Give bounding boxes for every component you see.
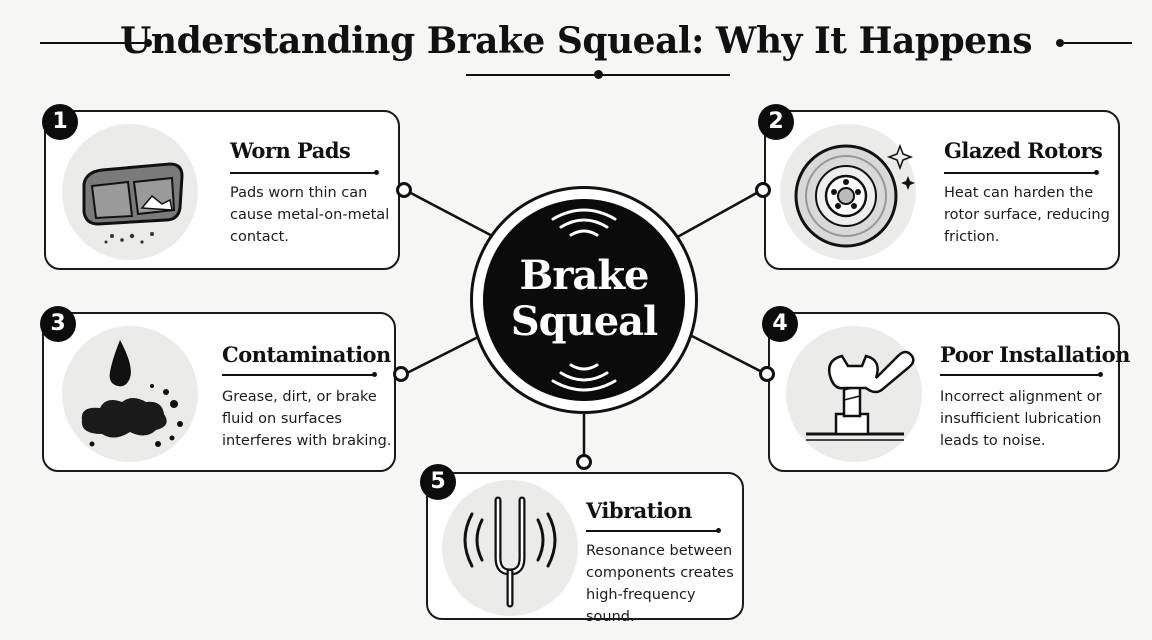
rotor-icon <box>794 143 915 248</box>
card-description: Grease, dirt, or brake fluid on surfaces… <box>222 389 392 449</box>
contamination-illustration <box>62 326 198 462</box>
card-title: Contamination <box>222 342 391 367</box>
card-description: Pads worn thin can cause metal-on-metal … <box>230 185 390 245</box>
card-title-rule <box>944 170 1099 175</box>
connector-dot-2 <box>755 182 771 198</box>
step-badge-4: 4 <box>762 306 798 342</box>
page-title: Understanding Brake Squeal: Why It Happe… <box>120 20 1033 62</box>
connector-dot-4 <box>759 366 775 382</box>
brake-pad-icon <box>82 162 184 244</box>
card-title-rule <box>222 372 377 377</box>
card-title: Vibration <box>586 498 692 523</box>
card-title-rule <box>940 372 1103 377</box>
step-badge-2: 2 <box>758 104 794 140</box>
step-badge-3: 3 <box>40 306 76 342</box>
connector-dot-3 <box>393 366 409 382</box>
card-description: Resonance between components creates hig… <box>586 543 734 625</box>
card-title: Worn Pads <box>230 138 351 163</box>
card-title-rule <box>230 170 379 175</box>
step-badge-1: 1 <box>42 104 78 140</box>
card-contamination: Contamination Grease, dirt, or brake flu… <box>42 312 396 472</box>
wrench-icon <box>806 350 915 441</box>
hub-disc: Brake Squeal <box>483 199 685 401</box>
card-vibration: Vibration Resonance between components c… <box>426 472 744 625</box>
card-title: Poor Installation <box>940 342 1130 367</box>
title-rule-left <box>40 42 144 44</box>
card-glazed-rotors: Glazed Rotors Heat can harden the rotor … <box>764 110 1120 270</box>
step-badge-5: 5 <box>420 464 456 500</box>
title-underline-dot <box>594 70 603 79</box>
vibration-illustration <box>442 480 578 616</box>
card-title-rule <box>586 528 721 533</box>
card-title: Glazed Rotors <box>944 138 1103 163</box>
poor-installation-illustration <box>786 326 922 462</box>
glazed-rotors-illustration <box>780 124 916 260</box>
fluid-drop-icon <box>81 340 183 447</box>
worn-pads-illustration <box>62 124 198 260</box>
title-area: Understanding Brake Squeal: Why It Happe… <box>0 14 1152 84</box>
hub-title-line-1: Brake <box>519 252 650 299</box>
card-worn-pads: Worn Pads Pads worn thin can cause metal… <box>44 110 400 270</box>
connector-dot-1 <box>396 182 412 198</box>
title-dot-left <box>144 39 152 47</box>
card-description: Incorrect alignment or insufficient lubr… <box>940 389 1102 449</box>
connector-dot-5 <box>576 454 592 470</box>
card-poor-installation: Poor Installation Incorrect alignment or… <box>768 312 1130 472</box>
title-dot-right <box>1056 39 1064 47</box>
title-rule-right <box>1064 42 1132 44</box>
card-description: Heat can harden the rotor surface, reduc… <box>944 185 1110 245</box>
sound-waves-icon <box>551 208 617 392</box>
central-hub: Brake Squeal <box>470 186 698 414</box>
tuning-fork-icon <box>463 496 557 608</box>
hub-title-line-2: Squeal <box>510 298 659 345</box>
